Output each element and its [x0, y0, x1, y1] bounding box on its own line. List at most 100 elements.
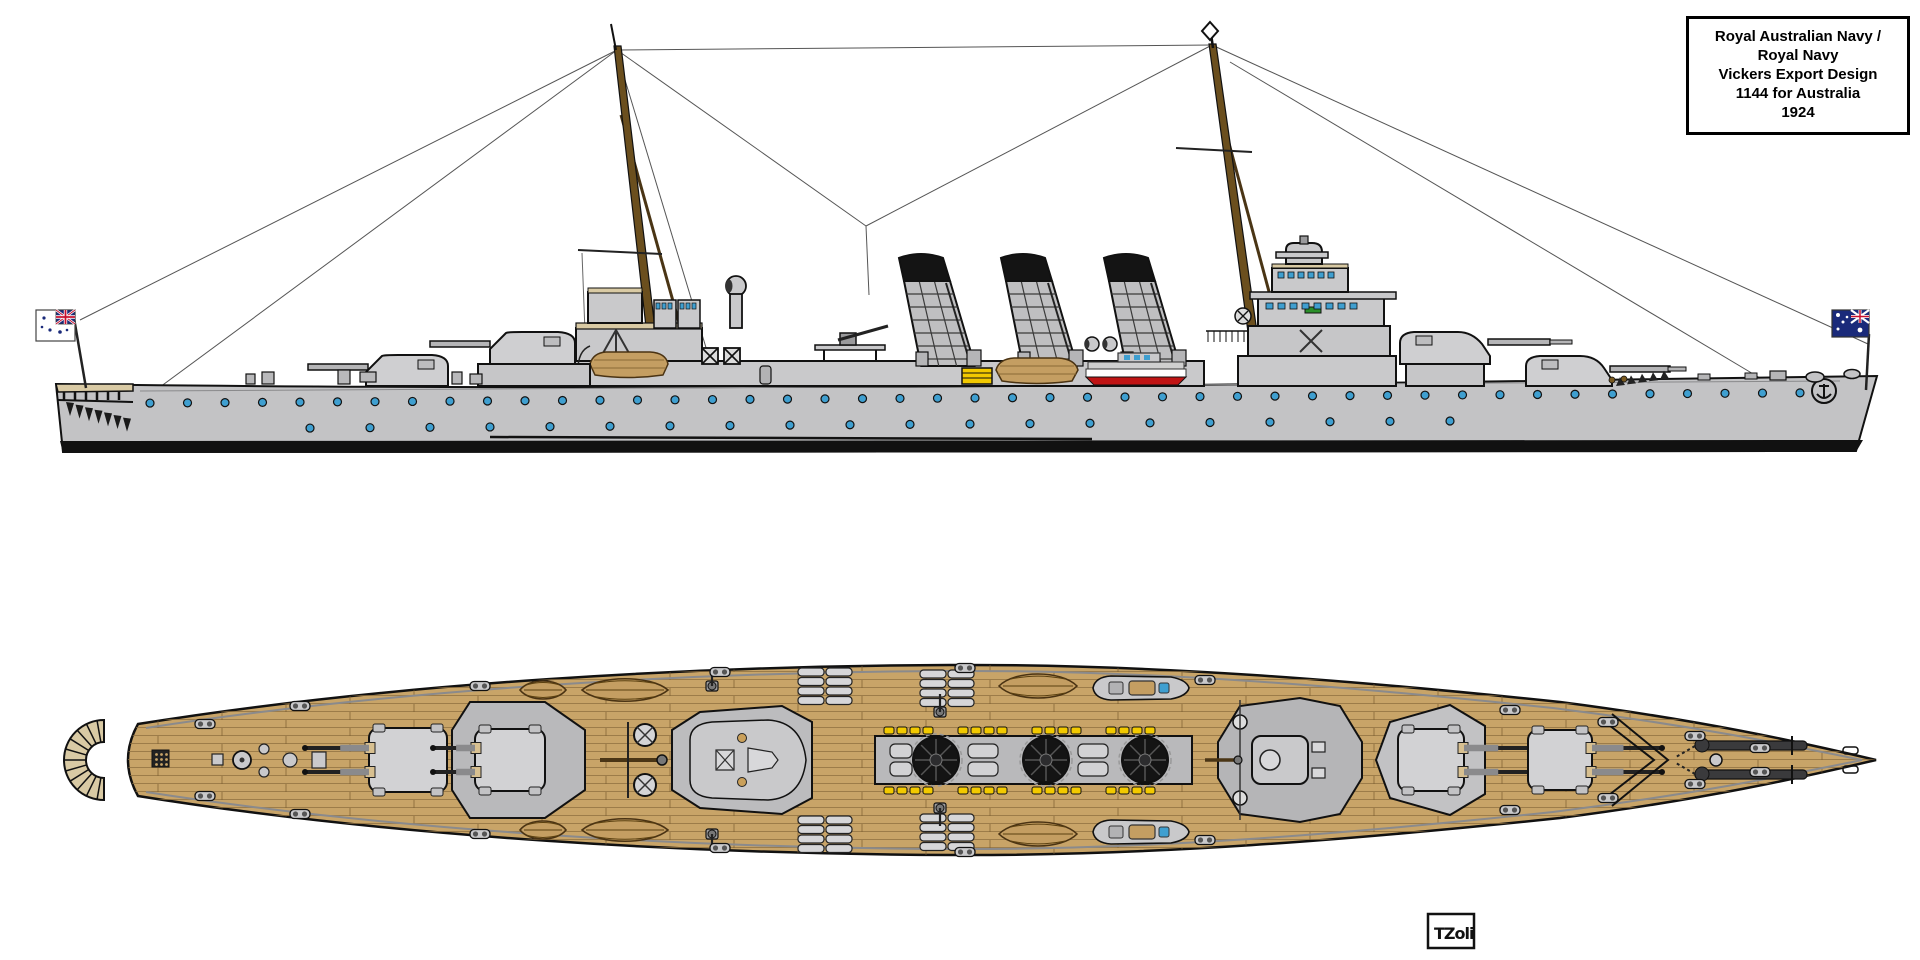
- bollard-pair: [709, 666, 731, 678]
- fitting: [1311, 741, 1326, 753]
- window: [691, 302, 697, 310]
- deck-fitting: [261, 371, 275, 385]
- sighting-hood: [417, 359, 435, 370]
- bridge-superstructure: [1206, 235, 1397, 387]
- casing-pad: [889, 761, 913, 777]
- walkway-segment: [65, 764, 87, 772]
- fairlead: [1805, 371, 1825, 383]
- bollard-post: [1511, 807, 1518, 813]
- bollard-post: [1600, 795, 1607, 801]
- yellow-locker: [1144, 726, 1156, 735]
- deck-guns-top: [705, 668, 947, 852]
- barbette-house: [1405, 363, 1485, 387]
- funnel-grid: [933, 280, 958, 367]
- porthole: [365, 423, 375, 433]
- window: [1287, 271, 1295, 279]
- deck-fitting: [359, 371, 377, 383]
- carley-float: [947, 678, 975, 689]
- yellow-locker: [970, 786, 982, 795]
- uptake-spoke: [1129, 763, 1142, 776]
- funnel-cap: [897, 253, 952, 282]
- vent: [737, 777, 747, 787]
- rigging-line: [1211, 44, 1869, 345]
- turret-pad: [372, 723, 386, 733]
- yellow-locker: [909, 786, 921, 795]
- yellow-locker: [996, 726, 1008, 735]
- window: [1349, 302, 1358, 310]
- bollard: [1744, 372, 1758, 380]
- porthole: [485, 422, 495, 432]
- windshield: [1158, 826, 1170, 838]
- cowl-vent-opening: [1102, 339, 1108, 349]
- waterline-boot-topping: [60, 440, 1863, 453]
- capstan-center: [239, 757, 245, 763]
- bollard-post: [292, 811, 299, 817]
- window: [655, 302, 661, 310]
- mainmast-yardarm: [577, 249, 663, 255]
- winch: [1769, 370, 1787, 381]
- porthole: [1645, 389, 1655, 399]
- boat-plank: [594, 680, 656, 684]
- fairlead-top: [1842, 746, 1859, 755]
- yellow-locker: [1070, 786, 1082, 795]
- carley-float: [919, 832, 947, 842]
- yellow-locker: [1118, 726, 1130, 735]
- porthole: [1570, 389, 1580, 399]
- rangefinder-top: [1259, 749, 1281, 771]
- guard-tooth: [66, 402, 74, 416]
- turret-roof: [368, 727, 448, 793]
- boat-plank: [594, 836, 656, 840]
- porthole: [305, 423, 315, 433]
- boat-plank: [1010, 823, 1066, 828]
- turret-body: [365, 354, 449, 387]
- porthole: [782, 394, 793, 404]
- deck-fitting: [282, 752, 298, 768]
- grating-dot: [155, 758, 158, 761]
- porthole: [1145, 418, 1155, 428]
- funnel-grid: [1138, 280, 1163, 367]
- breakwater: [1599, 713, 1670, 807]
- capstan: [1709, 753, 1723, 767]
- uptake-spoke: [939, 744, 952, 757]
- boat-plank: [1010, 692, 1066, 697]
- boat-plank: [526, 694, 560, 698]
- carley-float-stacks: [797, 667, 975, 854]
- porthole: [1007, 393, 1018, 403]
- wooden-boat: [995, 357, 1079, 385]
- boat-cabin: [1128, 680, 1156, 696]
- rangefinder-arms: [1275, 251, 1329, 259]
- windshield: [1158, 682, 1170, 694]
- yellow-ready-lockers: [883, 726, 1156, 795]
- title-line: Royal Navy: [1757, 47, 1839, 65]
- deck-fitting: [469, 373, 483, 385]
- bollard-post: [957, 665, 964, 671]
- muzzle: [1659, 745, 1665, 751]
- yellow-raft-stack: [961, 367, 993, 385]
- bollard-post: [1511, 707, 1518, 713]
- turret-y-top: [302, 723, 448, 797]
- boat-plank: [526, 834, 560, 838]
- quarterdeck-fittings: [245, 369, 483, 385]
- turret-pad: [1531, 725, 1545, 735]
- deck-fitting: [211, 753, 224, 766]
- bollard-post: [1609, 719, 1616, 725]
- bollard-pair: [1597, 792, 1619, 804]
- signature-text: TZoli: [1434, 924, 1474, 943]
- porthole: [257, 397, 268, 407]
- window: [1317, 271, 1325, 279]
- bollard-post: [721, 845, 728, 851]
- porthole: [1085, 418, 1095, 428]
- rigging-line: [865, 225, 870, 296]
- bollard-post: [481, 831, 488, 837]
- porthole: [785, 420, 795, 430]
- foremast-base: [1233, 755, 1243, 765]
- porthole: [1325, 417, 1335, 427]
- carley-float: [919, 678, 947, 689]
- rigging-line: [79, 49, 618, 321]
- bollard-pair: [1597, 716, 1619, 728]
- yellow-locker: [1070, 726, 1082, 735]
- yellow-locker: [1144, 786, 1156, 795]
- porthole: [1120, 392, 1130, 402]
- bollard-pair: [289, 700, 311, 712]
- yellow-locker: [896, 726, 908, 735]
